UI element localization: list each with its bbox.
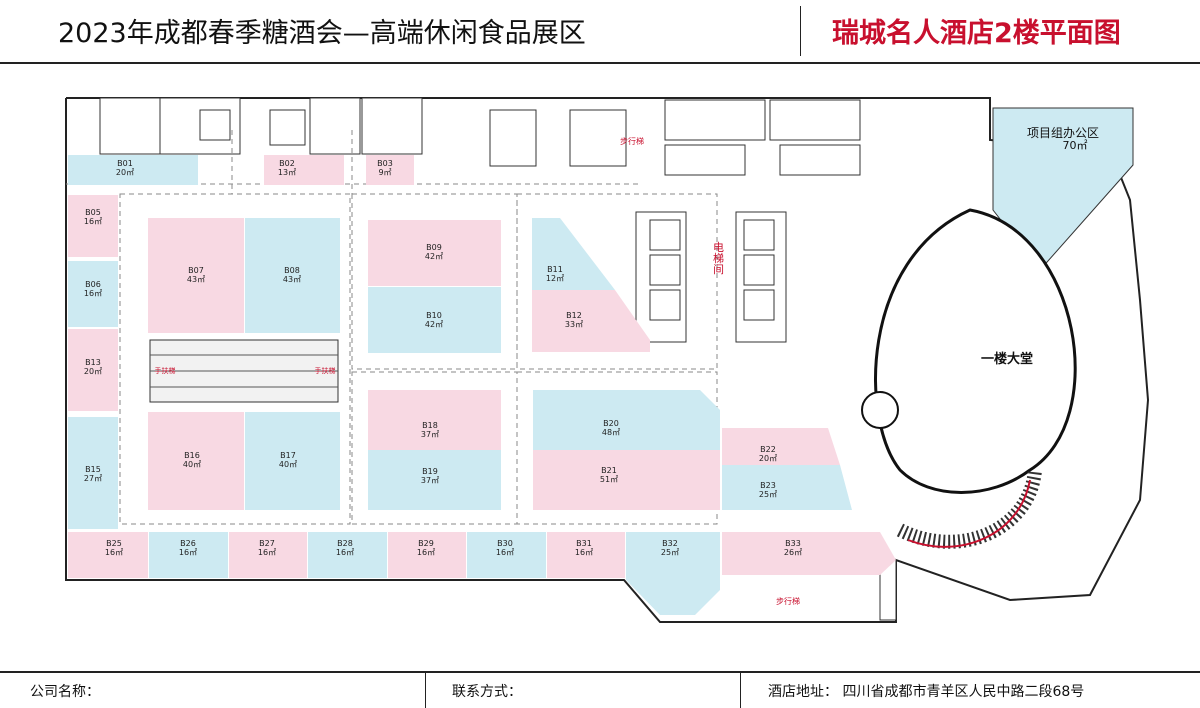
escalator-right-label: 手扶梯 [315,366,336,375]
booth-area: 48㎡ [602,428,620,437]
booth-area: 37㎡ [421,430,439,439]
escalator-left-label: 手扶梯 [155,366,176,375]
booth-area: 25㎡ [759,490,777,499]
booth-id: B30 [497,539,513,548]
stairs-top-label: 步行梯 [620,136,644,146]
booth-area: 13㎡ [278,168,296,177]
booth-area: 16㎡ [105,548,123,557]
page-title: 2023年成都春季糖酒会—高端休闲食品展区 [58,18,586,49]
booth-area: 40㎡ [279,460,297,469]
service-rooms [99,97,897,621]
lobby-column [861,391,899,429]
booth-area: 33㎡ [565,320,583,329]
office-label: 项目组办公区 [1027,125,1099,140]
booth-labels: B0120㎡B0213㎡B039㎡B0516㎡B0616㎡B0743㎡B0843… [84,159,802,557]
header: 2023年成都春季糖酒会—高端休闲食品展区 瑞城名人酒店2楼平面图 [0,0,1200,64]
booth-id: B13 [85,358,101,367]
booth-area: 20㎡ [116,168,134,177]
footer-divider-1 [425,673,426,708]
booth-id: B10 [426,311,442,320]
booth-id: B16 [184,451,200,460]
booth-area: 20㎡ [84,367,102,376]
footer-divider-2 [740,673,741,708]
booth-area: 12㎡ [546,274,564,283]
booth-id: B31 [576,539,592,548]
booth-id: B25 [106,539,122,548]
floor-plan-svg: B0120㎡B0213㎡B039㎡B0516㎡B0616㎡B0743㎡B0843… [65,97,1150,623]
booth-area: 51㎡ [600,475,618,484]
booth-id: B03 [377,159,393,168]
booth-area: 43㎡ [283,275,301,284]
booth-id: B22 [760,445,776,454]
header-divider [800,6,801,56]
booth-group [68,107,1134,615]
booth-area: 9㎡ [378,168,391,177]
booth-area: 42㎡ [425,252,443,261]
lobby-label: 一楼大堂 [981,351,1033,367]
footer: 公司名称： 联系方式： 酒店地址： 四川省成都市青羊区人民中路二段68号 [0,671,1200,708]
booth-id: B02 [279,159,295,168]
booth-area: 26㎡ [784,548,802,557]
escalator [149,339,339,403]
booth-id: B17 [280,451,296,460]
page-subtitle: 瑞城名人酒店2楼平面图 [832,18,1121,49]
booth-area: 16㎡ [179,548,197,557]
booth-id: B12 [566,311,582,320]
booth-area: 16㎡ [575,548,593,557]
booth-area: 16㎡ [336,548,354,557]
office-area: 70㎡ [1063,139,1088,152]
booth-id: B09 [426,243,442,252]
spiral-stair [896,469,1042,549]
booth-id: B01 [117,159,133,168]
stairs-bottom-label: 步行梯 [776,596,800,606]
booth-area: 16㎡ [84,289,102,298]
booth-area: 37㎡ [421,476,439,485]
booth-id: B08 [284,266,300,275]
booth-area: 16㎡ [496,548,514,557]
booth-id: B05 [85,208,101,217]
booth-id: B07 [188,266,204,275]
booth-id: B18 [422,421,438,430]
booth-id: B32 [662,539,678,548]
booth-id: B23 [760,481,776,490]
aisle-lines [66,130,718,525]
booth-area: 25㎡ [661,548,679,557]
booth-area: 16㎡ [84,217,102,226]
booth-area: 42㎡ [425,320,443,329]
booth-area: 20㎡ [759,454,777,463]
booth-id: B21 [601,466,617,475]
booth-id: B26 [180,539,196,548]
booth-id: B15 [85,465,101,474]
booth-id: B19 [422,467,438,476]
booth-area: 43㎡ [187,275,205,284]
booth-area: 40㎡ [183,460,201,469]
lobby-outline [874,208,1077,494]
booth-area: 16㎡ [258,548,276,557]
booth-id: B33 [785,539,801,548]
booth-id: B28 [337,539,353,548]
booth-area: 27㎡ [84,474,102,483]
booth-id: B06 [85,280,101,289]
company-label: 公司名称： [30,684,100,700]
booth-area: 16㎡ [417,548,435,557]
booth-id: B11 [547,265,563,274]
contact-label: 联系方式： [452,684,522,700]
spiral-stair-arrow [907,479,1031,548]
booth-id: B20 [603,419,619,428]
booth-id: B27 [259,539,275,548]
booth-id: B29 [418,539,434,548]
elevator-label: 电梯间 [712,241,725,275]
address-label: 酒店地址： 四川省成都市青羊区人民中路二段68号 [768,684,1085,700]
